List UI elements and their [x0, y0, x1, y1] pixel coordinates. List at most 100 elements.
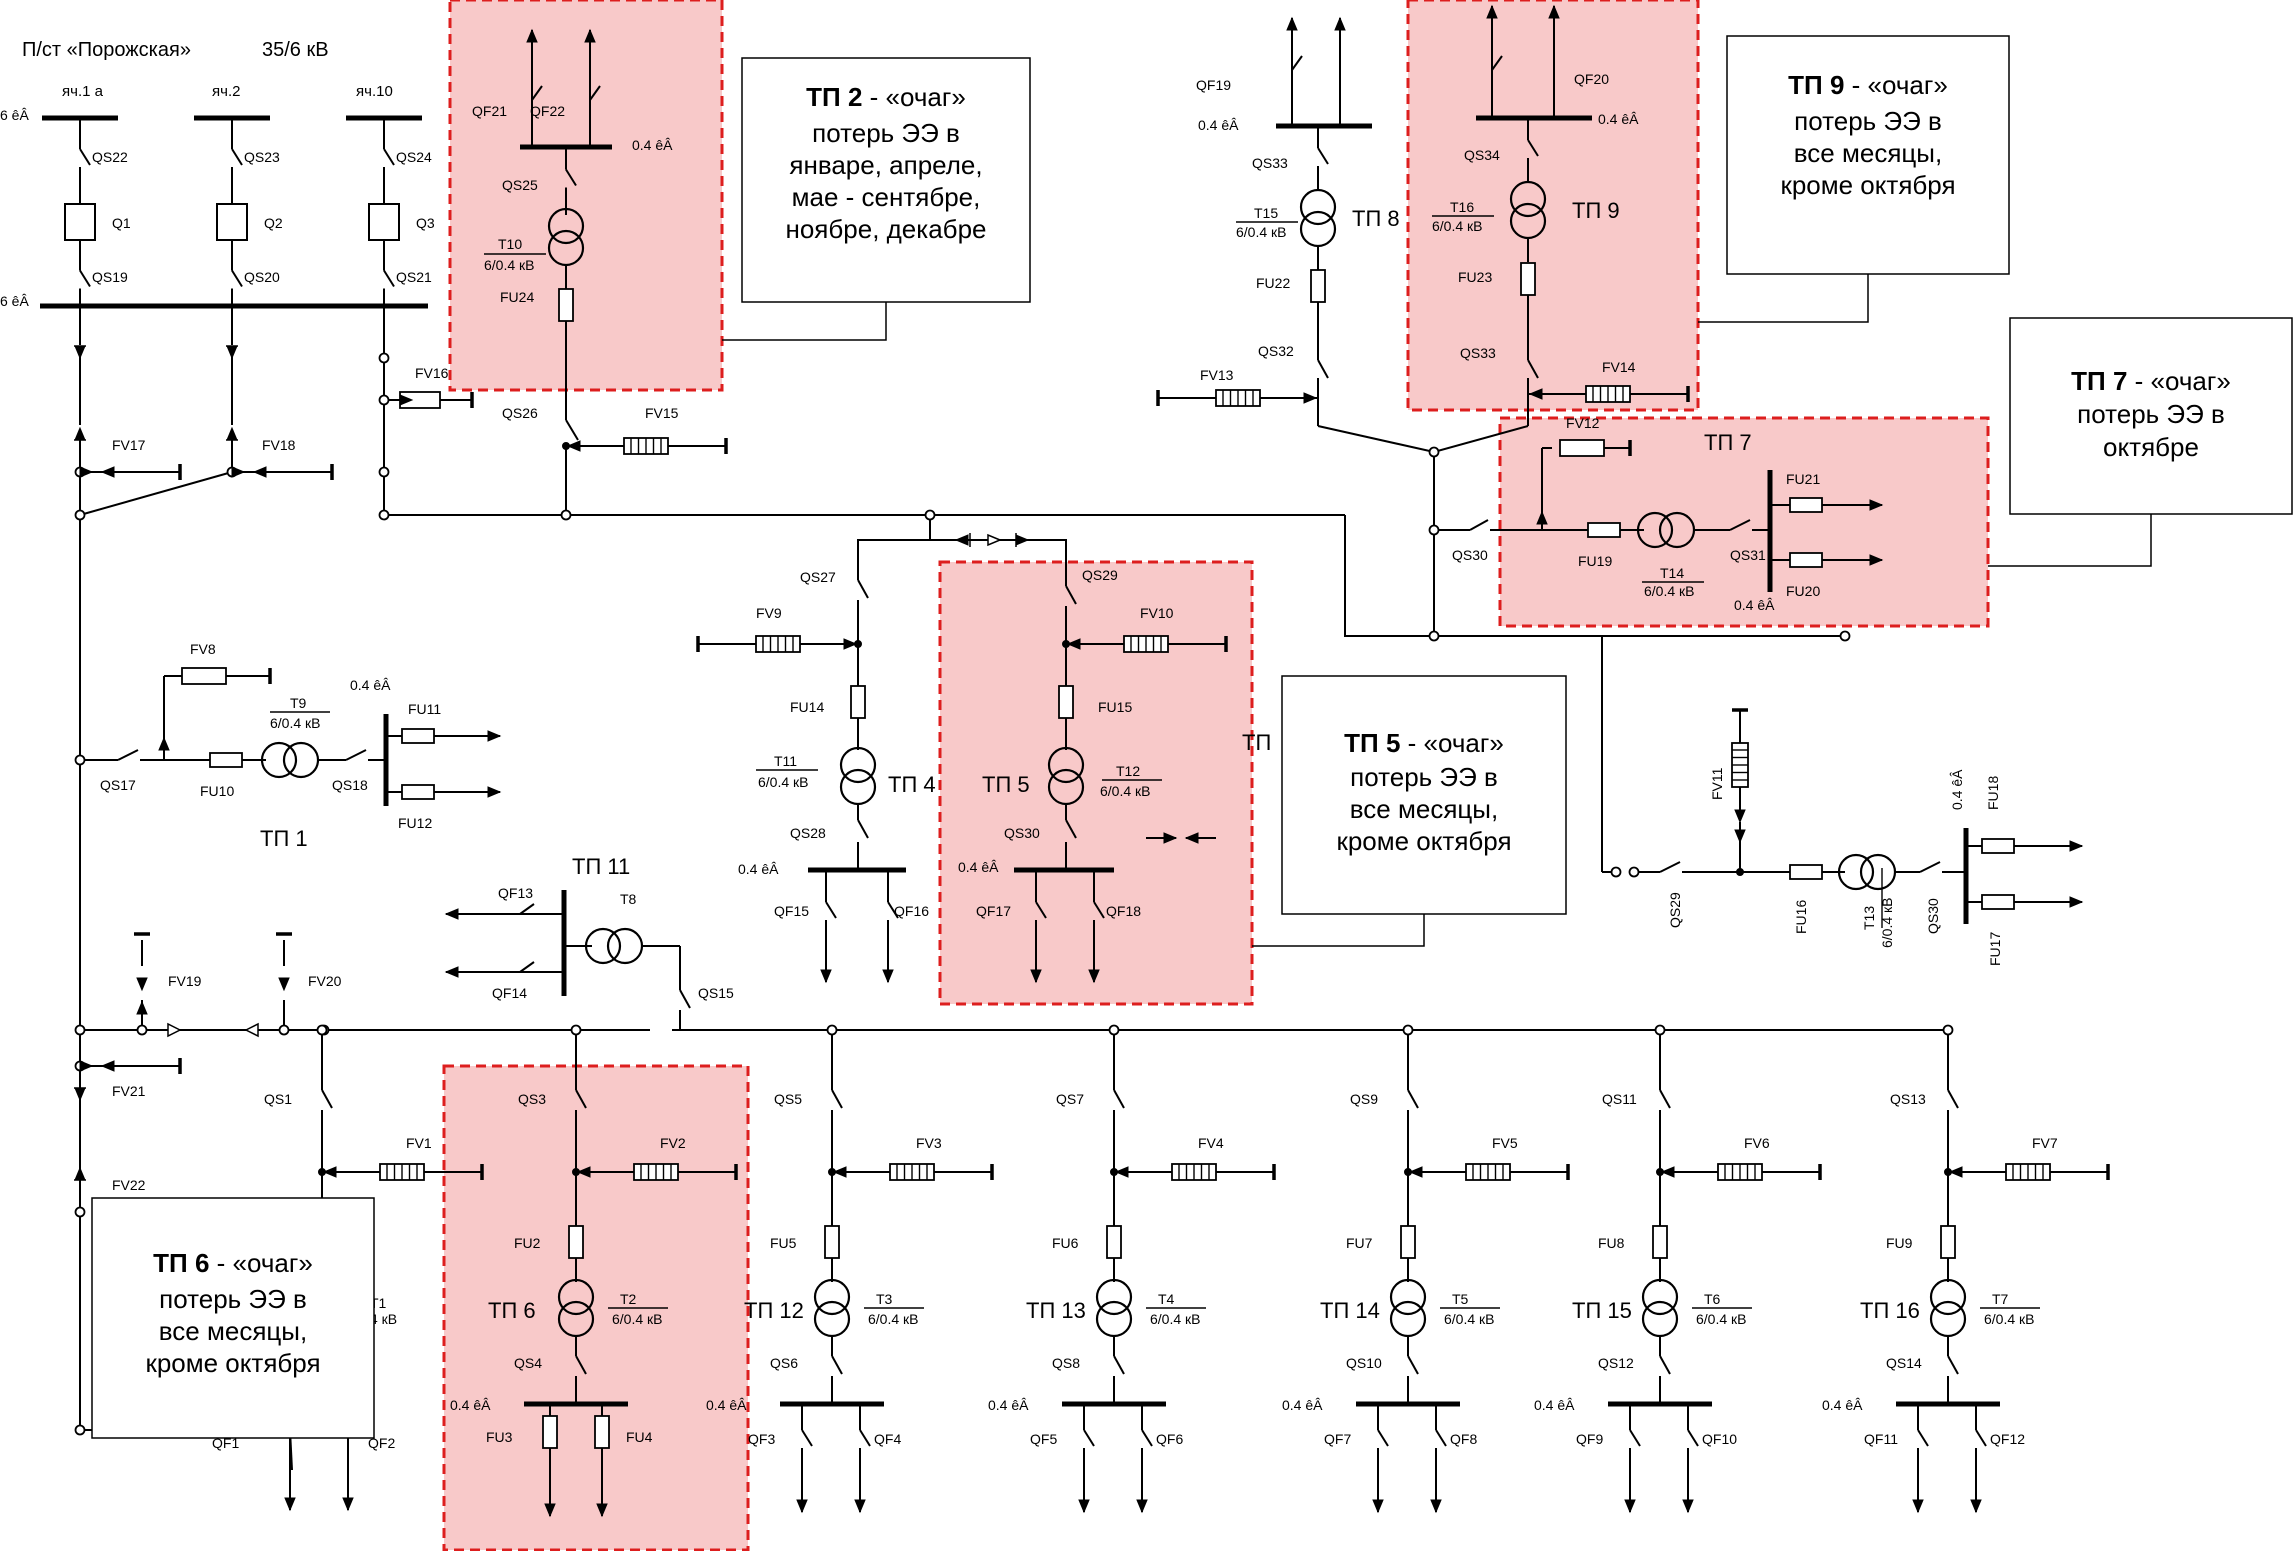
equipment-label: QS33	[1460, 345, 1496, 361]
arrow	[1912, 1499, 1924, 1514]
tp9-breaker	[1491, 55, 1503, 71]
note-tp7-line2: октябре	[2103, 432, 2199, 462]
feeder-arrester-fv4	[1114, 1163, 1276, 1181]
feeder-breaker	[1377, 1429, 1389, 1447]
equipment-label: QF20	[1574, 71, 1609, 87]
equipment-label: QS24	[396, 149, 432, 165]
equipment-label: FV18	[262, 437, 296, 453]
arrow	[1163, 832, 1178, 844]
arrow	[1286, 16, 1298, 31]
tp2-disconnector	[565, 168, 577, 187]
feeder-disconnector-qs12	[1659, 1355, 1671, 1375]
feeder-breaker	[1141, 1429, 1153, 1447]
equipment-label: FV17	[112, 437, 146, 453]
tp1-disconnector-qs18	[345, 749, 367, 761]
arrow	[1030, 969, 1042, 984]
tp2-transformer	[547, 207, 585, 245]
tp2-disconnector-qs26	[565, 419, 579, 441]
equipment-label: FV9	[756, 605, 782, 621]
svg-text:ТП 7 - «очаг»: ТП 7 - «очаг»	[2071, 366, 2231, 396]
feeder-fuse-fu9	[1940, 1225, 1956, 1259]
equipment-label: FU10	[200, 783, 234, 799]
junction-dot	[1736, 868, 1744, 876]
equipment-label: QS13	[1890, 1091, 1926, 1107]
substation-title: П/ст «Порожская»	[22, 39, 191, 61]
feeder-breaker	[859, 1429, 871, 1447]
arrow	[1948, 1166, 1963, 1178]
note-tp2-title: ТП 2	[806, 82, 862, 112]
tp4-disconnector-qs27	[857, 579, 869, 599]
junction-node	[74, 754, 86, 766]
note-tp5-rest: - «очаг»	[1400, 728, 1503, 758]
feeder-disconnector-qs4	[575, 1355, 587, 1375]
feeder-disconnector-qs3	[575, 1089, 587, 1109]
junction-node	[1428, 524, 1440, 536]
equipment-label: QS15	[698, 985, 734, 1001]
ring-right	[1344, 515, 1845, 637]
equipment-label: T13	[1861, 906, 1877, 930]
junction-node	[378, 509, 390, 521]
equipment-label: QS5	[774, 1091, 802, 1107]
equipment-label: 0.4 êÂ	[632, 137, 673, 153]
arrow	[1548, 4, 1560, 19]
arrow	[244, 1022, 259, 1038]
tp4-fuse	[850, 685, 866, 719]
equipment-label: ТП 4	[888, 772, 936, 797]
equipment-label: QS29	[1667, 892, 1683, 928]
equipment-label: QF14	[492, 985, 527, 1001]
arrow	[1869, 554, 1884, 566]
junction-node	[378, 352, 390, 364]
feeder-breaker	[1687, 1429, 1699, 1447]
arrow	[79, 1060, 94, 1072]
equipment-label: QS1	[264, 1091, 292, 1107]
arrow	[1334, 16, 1346, 31]
arrow	[1078, 1499, 1090, 1514]
junction-node	[1942, 1024, 1954, 1036]
arrow	[100, 466, 115, 478]
tp1-fuse-fu11	[401, 728, 435, 744]
equipment-label: T11	[774, 753, 797, 769]
equipment-label: FV5	[1492, 1135, 1518, 1151]
arrow	[1660, 1166, 1675, 1178]
equipment-label: QF3	[748, 1431, 775, 1447]
tp2-breaker	[589, 85, 601, 101]
junction-node	[74, 1206, 86, 1218]
equipment-label: QS3	[518, 1091, 546, 1107]
arrow	[167, 1022, 182, 1038]
tp9-fuse	[1520, 262, 1536, 296]
equipment-label: 6/0.4 кВ	[1444, 1311, 1495, 1327]
equipment-label: QS29	[1082, 567, 1118, 583]
equipment-label: 0.4 êÂ	[738, 861, 779, 877]
arrow	[1528, 388, 1543, 400]
tp9-transformer	[1509, 180, 1547, 218]
arrester-fv9	[696, 635, 858, 653]
feeder-transformer-t2	[557, 1300, 595, 1338]
equipment-label: T2	[620, 1291, 637, 1307]
arrow	[100, 1060, 115, 1072]
equipment-label: 0.4 êÂ	[1198, 117, 1239, 133]
feeder-breaker	[1917, 1429, 1929, 1447]
equipment-label: FV4	[1198, 1135, 1224, 1151]
equipment-label: T3	[876, 1291, 893, 1307]
equipment-label: FU8	[1598, 1235, 1625, 1251]
junction-node	[1108, 1024, 1120, 1036]
equipment-label: QS6	[770, 1355, 798, 1371]
note-tp6-rest: - «очаг»	[209, 1248, 312, 1278]
feeder-transformer-t3	[813, 1278, 851, 1316]
equipment-label: QS7	[1056, 1091, 1084, 1107]
junction-node	[1654, 1024, 1666, 1036]
equipment-label: FV20	[308, 973, 342, 989]
junction-node	[570, 1024, 582, 1036]
equipment-label: T12	[1116, 763, 1140, 779]
equipment-label: FU9	[1886, 1235, 1913, 1251]
tp9-disconnector-qs33	[1527, 359, 1539, 379]
equipment-label: QF16	[894, 903, 929, 919]
tp4-disconnector-qs28	[857, 819, 869, 839]
equipment-label: QF2	[368, 1435, 395, 1451]
tp5-fuse	[1058, 685, 1074, 719]
equipment-label: QF18	[1106, 903, 1141, 919]
equipment-label: 0.4 êÂ	[1734, 597, 1775, 613]
junction-node	[378, 466, 390, 478]
junction-node	[1628, 866, 1640, 878]
equipment-label: FU2	[514, 1235, 541, 1251]
